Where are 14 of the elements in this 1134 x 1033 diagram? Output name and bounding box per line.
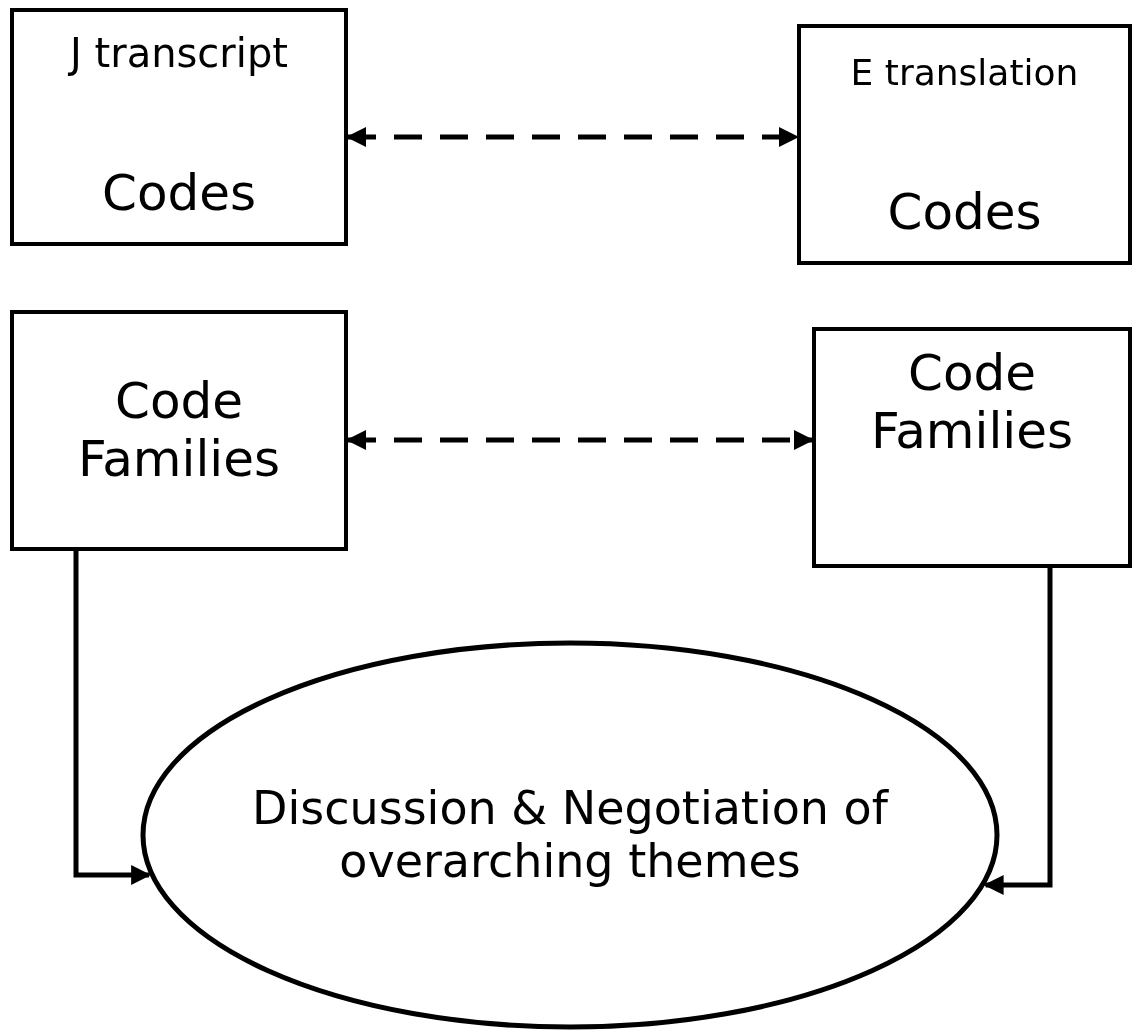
node-text: Discussion & Negotiation of overarching themes <box>251 782 890 888</box>
arrow <box>73 551 152 885</box>
node-text: E translation <box>849 52 1080 94</box>
process-box <box>797 24 1132 265</box>
node-text: Code Families <box>870 345 1074 460</box>
process-box <box>10 8 348 246</box>
process-box <box>10 310 348 551</box>
node-text: J transcript <box>67 30 289 76</box>
process-box <box>812 327 1132 568</box>
discussion-ellipse <box>140 640 1000 1030</box>
node-text: Code Families <box>77 373 281 488</box>
node-text: Codes <box>886 183 1043 241</box>
node-text: Codes <box>100 164 258 222</box>
arrow <box>983 568 1053 895</box>
